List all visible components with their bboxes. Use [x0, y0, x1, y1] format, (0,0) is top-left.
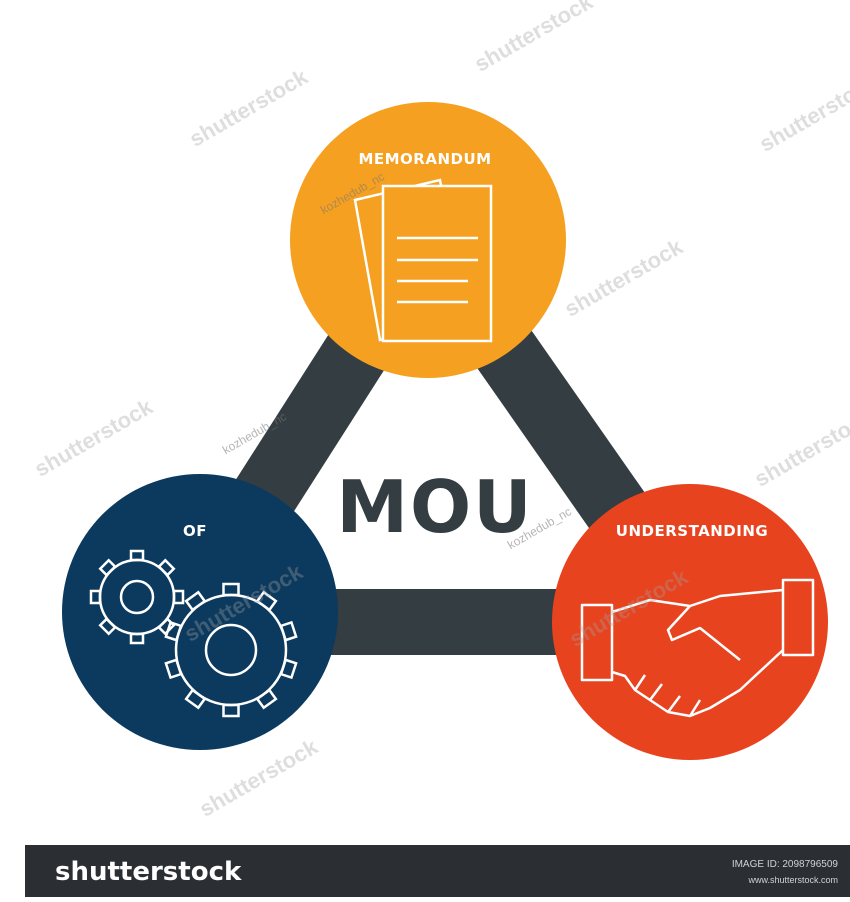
gear-tooth — [98, 558, 117, 577]
gear-tooth — [184, 590, 207, 612]
gear-tooth — [129, 632, 145, 645]
gear-tooth — [184, 688, 207, 710]
footer-url: www.shutterstock.com — [748, 875, 838, 885]
of-circle — [62, 474, 338, 750]
of-label: OF — [183, 522, 207, 540]
gear-tooth — [164, 658, 183, 680]
understanding-circle — [552, 484, 828, 760]
gear-tooth — [255, 688, 278, 710]
gear-tooth — [164, 620, 183, 642]
footer-logo: shutterstock — [55, 857, 242, 887]
gear-tooth — [98, 617, 117, 636]
gear-tooth — [255, 590, 278, 612]
document-icon — [353, 178, 493, 343]
handshake-icon — [580, 578, 815, 718]
footer-image-id: IMAGE ID: 2098796509 — [731, 859, 838, 870]
gear-tooth — [172, 589, 185, 605]
gear-tooth — [129, 549, 145, 562]
gear-tooth — [222, 582, 240, 597]
gear-tooth — [222, 703, 240, 718]
gear-tooth — [279, 658, 298, 680]
understanding-label: UNDERSTANDING — [615, 522, 769, 540]
gears-icon — [89, 549, 298, 718]
gear-tooth — [157, 558, 176, 577]
stock-footer-bar: shutterstock IMAGE ID: 2098796509 www.sh… — [25, 845, 850, 897]
acronym-title: MOU — [336, 465, 534, 549]
gear-tooth — [279, 620, 298, 642]
gear-tooth — [89, 589, 102, 605]
memorandum-label: MEMORANDUM — [358, 150, 492, 168]
